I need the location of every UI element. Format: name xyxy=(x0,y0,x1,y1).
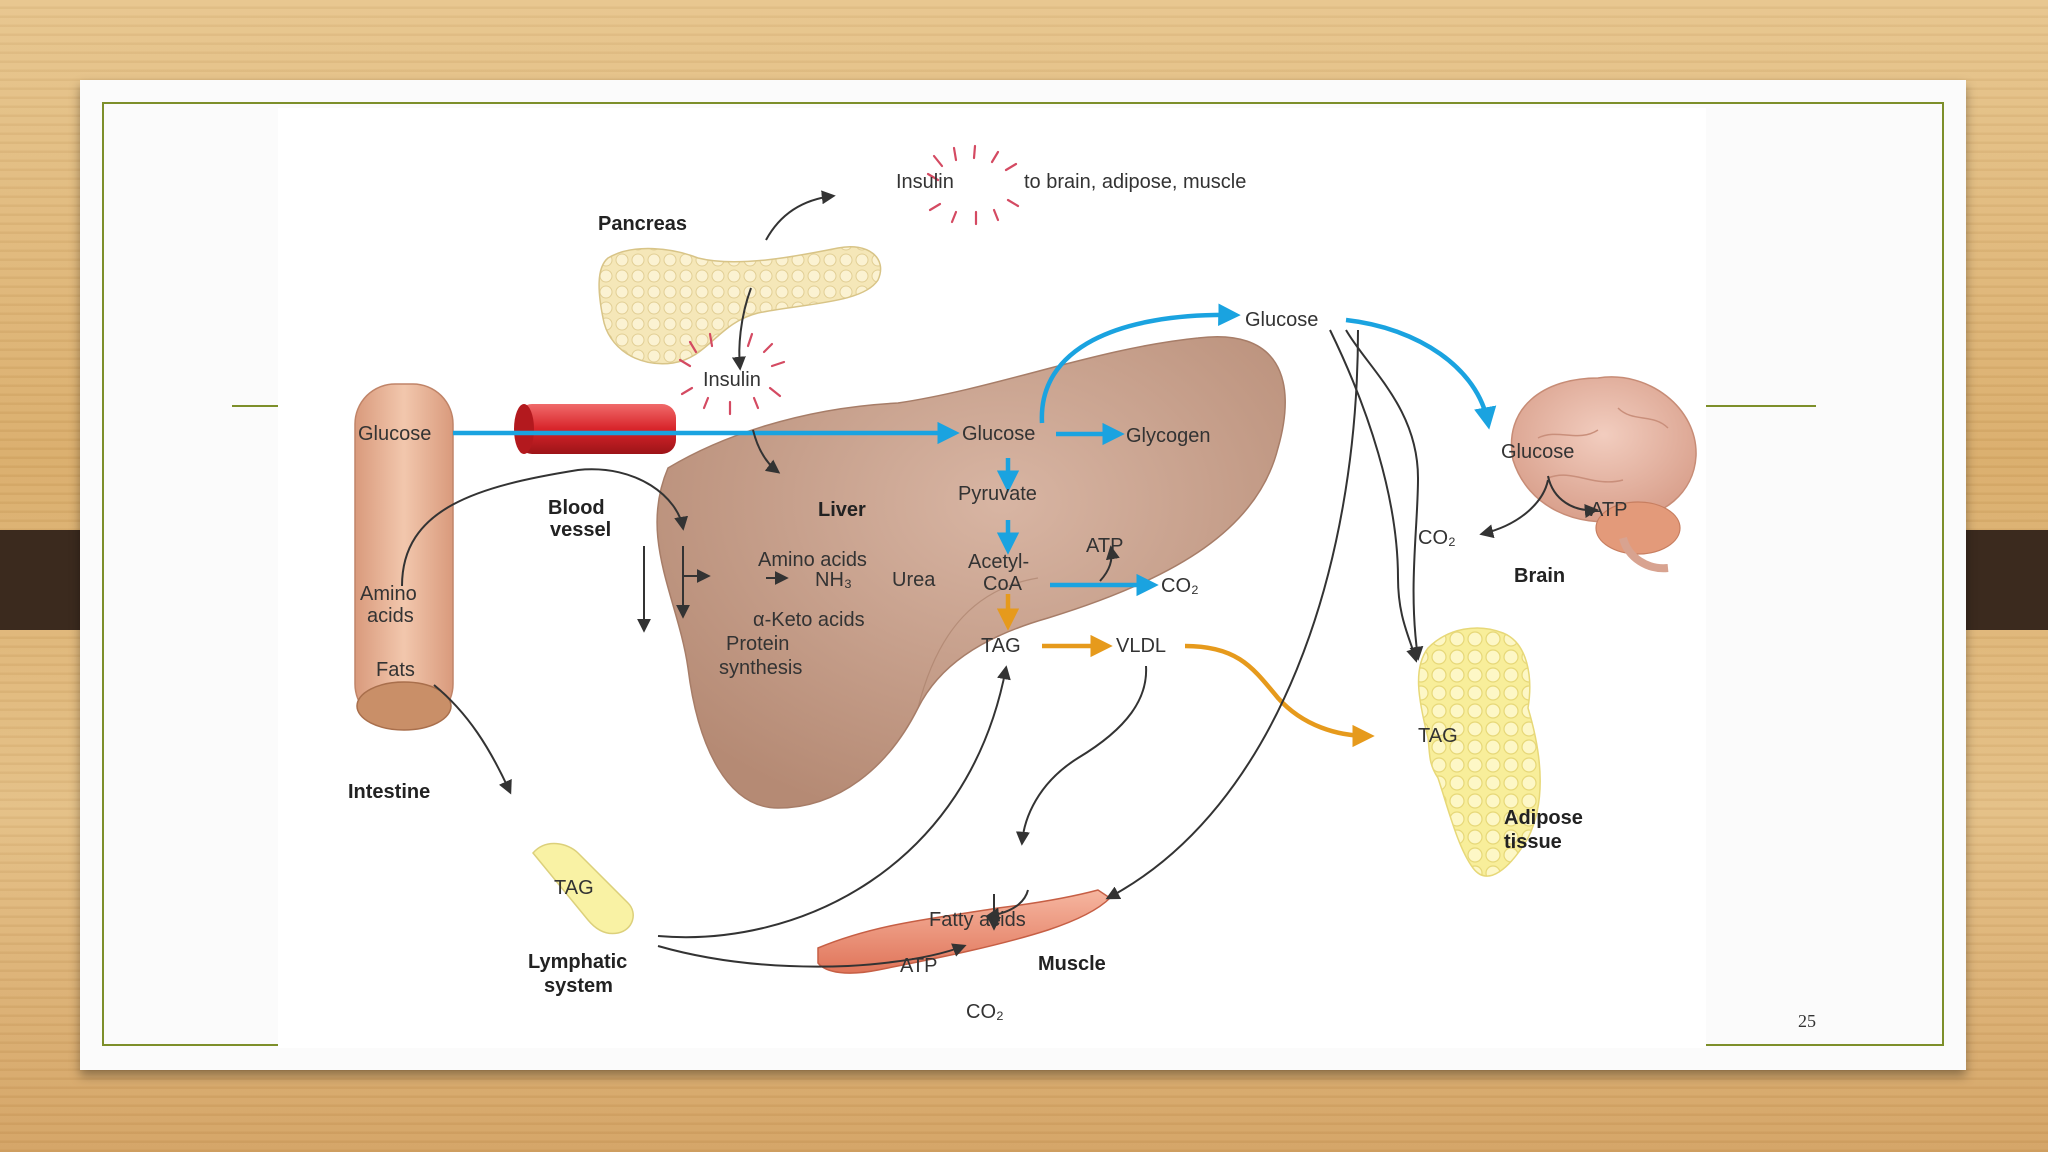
tag-liver-label: TAG xyxy=(981,635,1021,657)
adipose-tissue-label-2: tissue xyxy=(1504,831,1562,853)
amino-acids-liver-label: Amino acids xyxy=(758,549,867,571)
co2-muscle-label: CO₂ xyxy=(966,1001,1004,1023)
diagram-svg: Insulin to brain, adipose, muscle Pancre… xyxy=(348,144,1697,1023)
right-decor-line xyxy=(1706,405,1816,407)
glucose-intestine-label: Glucose xyxy=(358,423,431,445)
to-targets-label: to brain, adipose, muscle xyxy=(1024,171,1246,193)
muscle-label: Muscle xyxy=(1038,953,1106,975)
protein-synthesis-label-1: Protein xyxy=(726,633,789,655)
co2-liver-label: CO₂ xyxy=(1161,575,1199,597)
acetyl-coa-label-2: CoA xyxy=(983,573,1023,595)
brain-label: Brain xyxy=(1514,565,1565,587)
acetyl-coa-label-1: Acetyl- xyxy=(968,551,1029,573)
black-pathway-arrows xyxy=(401,190,1599,968)
adipose-tissue-label-1: Adipose xyxy=(1504,807,1583,829)
pancreas-shape xyxy=(598,246,882,365)
intestine-label: Intestine xyxy=(348,781,430,803)
liver-shape xyxy=(656,336,1286,809)
pancreas-label: Pancreas xyxy=(598,213,687,235)
intestine-shape xyxy=(354,383,454,731)
slide: Insulin to brain, adipose, muscle Pancre… xyxy=(80,80,1966,1070)
blood-vessel-label-2: vessel xyxy=(550,519,611,541)
tag-adipose-label: TAG xyxy=(1418,725,1458,747)
insulin-burst-top xyxy=(926,144,1020,226)
pyruvate-label: Pyruvate xyxy=(958,483,1037,505)
orange-pathway-arrows xyxy=(996,594,1375,748)
blood-vessel-shape xyxy=(514,404,676,454)
glucose-liver-label: Glucose xyxy=(962,423,1035,445)
blue-pathway-arrows xyxy=(453,303,1497,597)
glucose-blood-label: Glucose xyxy=(1245,309,1318,331)
brain-shape xyxy=(1510,376,1697,573)
atp-brain-label: ATP xyxy=(1590,499,1627,521)
glycogen-label: Glycogen xyxy=(1126,425,1211,447)
tag-lymph-label: TAG xyxy=(554,877,594,899)
muscle-shape xyxy=(817,889,1112,974)
insulin-burst-mid xyxy=(678,332,786,416)
atp-liver-label: ATP xyxy=(1086,535,1123,557)
insulin-top-label: Insulin xyxy=(896,171,954,193)
protein-synthesis-label-2: synthesis xyxy=(719,657,802,679)
urea-label: Urea xyxy=(892,569,936,591)
vldl-label: VLDL xyxy=(1116,635,1166,657)
amino-acids-intestine-label-2: acids xyxy=(367,605,414,627)
amino-acids-intestine-label-1: Amino xyxy=(360,583,417,605)
insulin-mid-label: Insulin xyxy=(703,369,761,391)
lymphatic-shape xyxy=(532,842,634,935)
lymphatic-system-label-2: system xyxy=(544,975,613,997)
fats-label: Fats xyxy=(376,659,415,681)
adipose-tissue-shape xyxy=(1417,627,1541,877)
fatty-acids-label: Fatty acids xyxy=(929,909,1026,931)
blood-vessel-label-1: Blood xyxy=(548,497,605,519)
left-decor-line xyxy=(232,405,278,407)
nh3-label: NH₃ xyxy=(815,569,852,591)
lymphatic-system-label-1: Lymphatic xyxy=(528,951,627,973)
glucose-brain-label: Glucose xyxy=(1501,441,1574,463)
metabolism-diagram: Insulin to brain, adipose, muscle Pancre… xyxy=(278,108,1706,1048)
co2-brain-label: CO₂ xyxy=(1418,527,1456,549)
page-number: 25 xyxy=(1798,1011,1816,1031)
atp-muscle-label: ATP xyxy=(900,955,937,977)
liver-label: Liver xyxy=(818,499,866,521)
keto-acids-label: α-Keto acids xyxy=(753,609,865,631)
